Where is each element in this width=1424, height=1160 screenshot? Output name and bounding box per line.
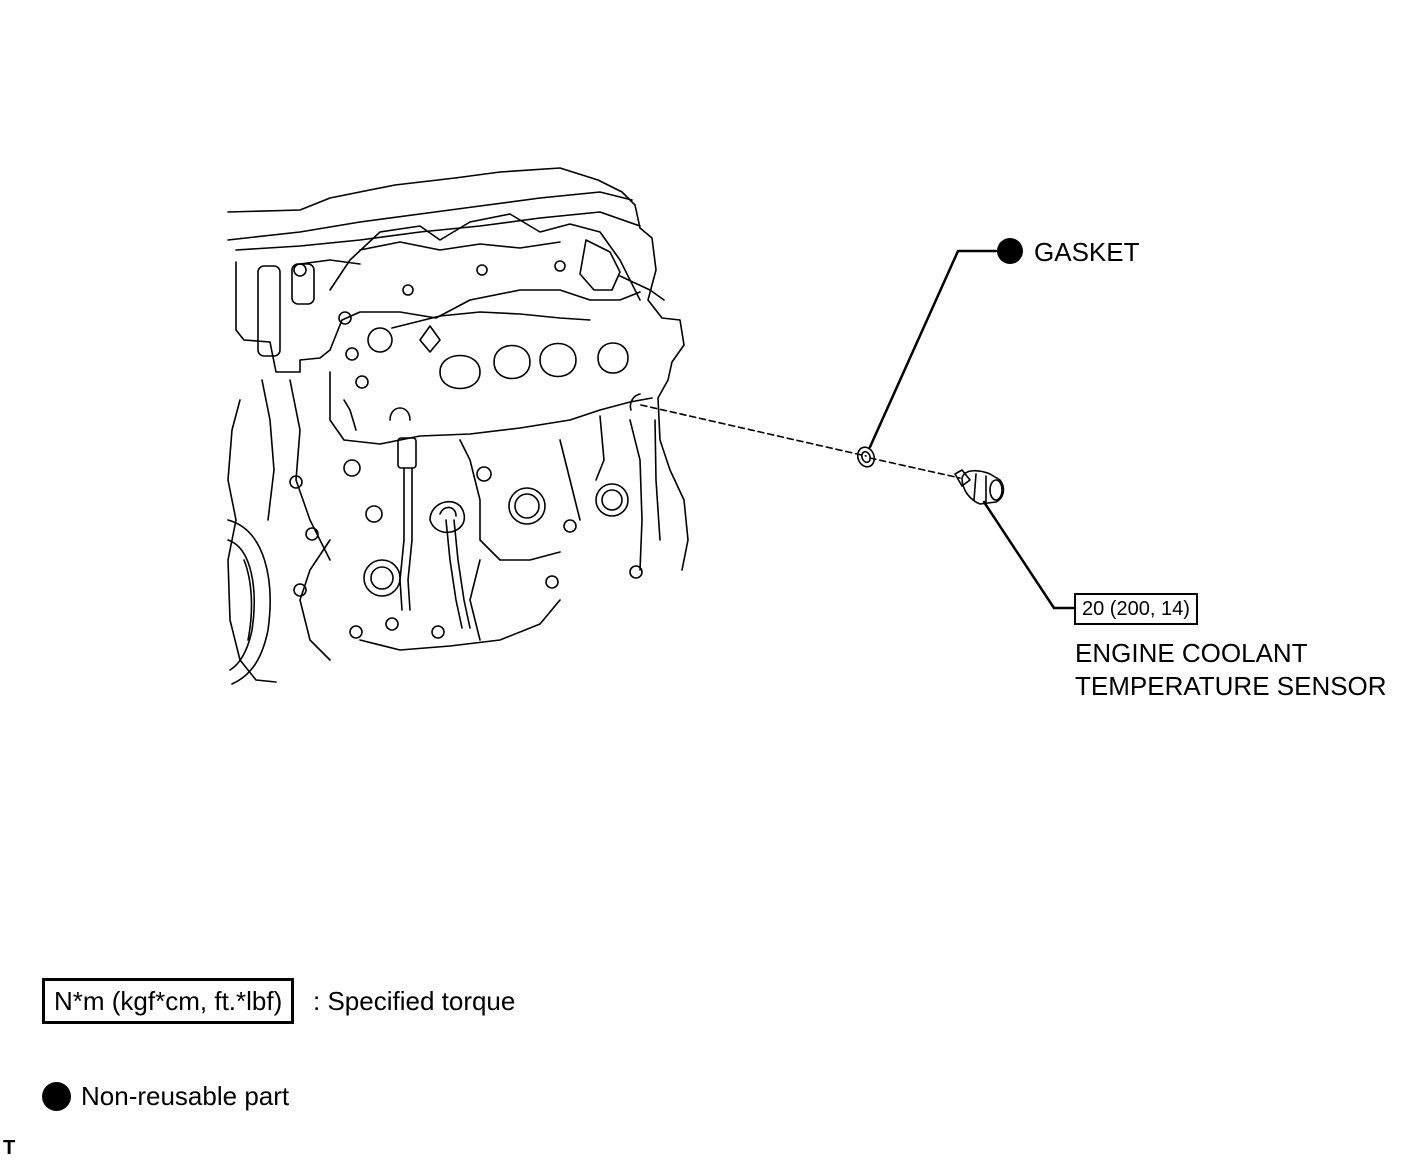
coolant-sensor-part xyxy=(954,469,1005,505)
gasket-label: GASKET xyxy=(1034,237,1140,267)
corner-code: T xyxy=(3,1137,16,1159)
sensor-torque-box: 20 (200, 14) xyxy=(1074,593,1198,625)
legend-torque-box: N*m (kgf*cm, ft.*lbf) xyxy=(42,978,295,1024)
sensor-name-line2: TEMPERATURE SENSOR xyxy=(1075,671,1387,701)
gasket-leader-line xyxy=(868,249,998,449)
engine-block-drawing xyxy=(227,167,689,685)
legend-nonreusable-description: Non-reusable part xyxy=(81,1081,290,1111)
legend-torque-description: : Specified torque xyxy=(313,986,516,1016)
non-reusable-dot-icon xyxy=(997,238,1023,264)
filled-circle-icon xyxy=(42,1082,71,1111)
sensor-name-line1: ENGINE COOLANT xyxy=(1075,638,1308,668)
gasket-part xyxy=(856,446,876,468)
sensor-leader-line xyxy=(982,500,1077,610)
installation-axis-line xyxy=(640,404,867,457)
